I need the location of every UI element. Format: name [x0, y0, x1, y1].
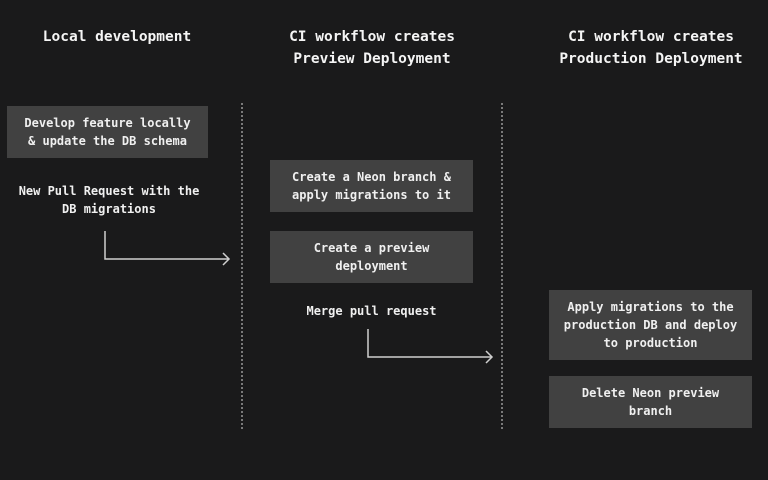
column-title-production: CI workflow creates Production Deploymen…	[540, 26, 762, 70]
column-divider-1	[241, 103, 243, 429]
delete-neon-preview-branch-box: Delete Neon preview branch	[549, 376, 752, 428]
column-title-preview-line2: Preview Deployment	[293, 51, 451, 67]
arrow-local-to-preview	[104, 231, 231, 266]
create-neon-branch-box: Create a Neon branch & apply migrations …	[270, 160, 473, 212]
merge-pull-request-label: Merge pull request	[306, 304, 437, 318]
create-preview-deployment-box: Create a preview deployment	[270, 231, 473, 283]
column-title-preview-line1: CI workflow creates	[289, 29, 455, 45]
apply-migrations-production-box: Apply migrations to the production DB an…	[549, 290, 752, 360]
new-pull-request-label: New Pull Request with the DB migrations	[18, 184, 200, 216]
column-title-local-line1: Local development	[42, 29, 192, 45]
column-title-production-line2: Production Deployment	[559, 51, 743, 67]
column-title-preview: CI workflow creates Preview Deployment	[262, 26, 482, 70]
column-divider-2	[501, 103, 503, 429]
column-title-production-line1: CI workflow creates	[568, 29, 734, 45]
column-title-local: Local development	[10, 26, 224, 48]
develop-locally-box: Develop feature locally & update the DB …	[7, 106, 208, 158]
arrow-preview-to-production	[367, 329, 494, 364]
